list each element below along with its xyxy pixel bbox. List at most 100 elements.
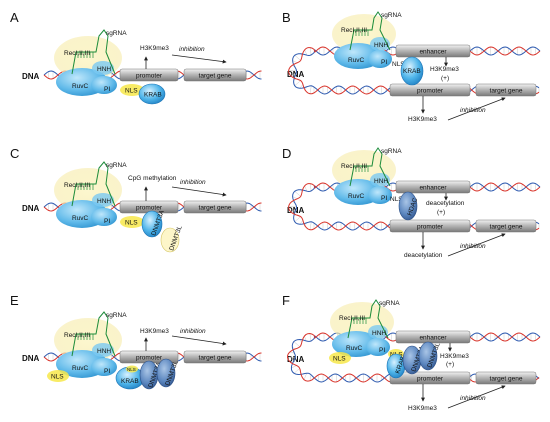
dna-label: DNA [22,354,40,363]
promoter-label: promoter [417,376,444,383]
krab-domain [138,83,166,105]
helix-rung [294,216,301,222]
helix-rung [299,220,304,225]
target-gene-bar [183,350,247,364]
mark-bottom-label: H3K9me3 [408,405,437,412]
sgrna-strand [71,311,116,357]
promoter-label: promoter [136,355,163,362]
helix-rung [289,351,295,354]
nls-domain [120,216,144,228]
panel-letter: A [10,10,19,25]
plus-label: (+) [441,75,449,82]
helix-rung [294,191,301,197]
sgrna-strand [71,29,116,75]
pi-lobe [368,186,392,204]
inhibition-arrow [171,186,227,197]
helix-rung [290,74,296,76]
helix-rung [309,183,312,191]
sgrna-ladder [355,166,369,172]
sgrna-ladder [77,52,94,58]
helix-rung [299,84,304,89]
ruvc-label: RuvC [346,345,363,352]
helix-rung [294,55,301,61]
inhibition-arrow [447,97,506,121]
mark-label: H3K9me3 [140,328,169,335]
pi-lobe [91,208,117,226]
target-gene-label: target gene [199,73,232,80]
nls-left-label: NLS [51,374,64,381]
inhibition-arrow [171,335,227,346]
hnh-label: HNH [97,66,111,73]
promoter-bar [389,371,471,385]
panel-letter: C [10,146,19,161]
target-gene-label: target gene [490,88,523,95]
sgrna-label: sgRNA [106,312,127,319]
panel-a: A DNA promoter target gene sgRNA RecI,II… [10,10,262,105]
nls-left-label: NLS [333,356,346,363]
target-gene-bar [183,68,247,82]
sgrna-strand [349,11,391,51]
sgrna-strand [347,299,389,339]
ruvc-label: RuvC [72,365,89,372]
nls-label: NLS [125,220,138,227]
sgrna-label: sgRNA [106,30,127,37]
panel-c: C DNA promoter target gene sgRNA RecI,II… [10,146,262,253]
helix-rung [304,185,308,192]
nls-small-domain [126,365,138,373]
pi-lobe [91,76,117,94]
sgrna-label: sgRNA [379,300,400,307]
helix-rung [293,368,300,374]
promoter-label: promoter [417,88,444,95]
panel-letter: F [282,293,290,308]
helix-rung [292,60,298,64]
helix-rung [309,47,312,55]
helix-rung [309,374,312,381]
pi-label: PI [104,368,110,375]
enhancer-bar [395,180,471,194]
dnmt3l-domain [156,358,176,388]
target-gene-bar [475,219,537,233]
sgrna-ladder [353,318,367,324]
enhancer-label: enhancer [419,185,447,192]
pi-label: PI [381,59,387,66]
mark-top-label: H3K9me3 [440,353,469,360]
inhibition-label: inhibition [179,46,205,53]
inhibition-label: inhibition [180,179,206,186]
rec-label: RecI,II,III [341,27,367,34]
panel-b: B DNA enhancer promoter target gene sgRN… [282,10,541,123]
krab-label: KRAB [144,92,162,99]
hnh-lobe [92,343,114,357]
sgrna-strand [349,147,391,187]
panel-d: D DNA enhancer promoter target gene sgRN… [282,146,541,259]
nls-label: NLS [392,61,405,68]
dna-label: DNA [22,204,40,213]
dna-label: DNA [287,355,305,364]
krab-label: KRAB [403,68,421,75]
sgrna-ladder [77,334,94,340]
ruvc-label: RuvC [72,215,89,222]
rec-label: RecI,II,III [341,163,367,170]
pi-label: PI [379,347,385,354]
hnh-label: HNH [97,348,111,355]
ruvc-label: RuvC [348,57,365,64]
helix-rung [291,365,297,369]
nls-left-domain [47,370,69,382]
nls-label: NLS [125,88,138,95]
ruvc-label: RuvC [72,83,89,90]
enhancer-label: enhancer [419,335,447,342]
target-gene-label: target gene [490,224,523,231]
nls-left-domain [329,352,351,364]
sgrna-label: sgRNA [381,148,402,155]
sgrna-label: sgRNA [381,12,402,19]
pi-label: PI [381,195,387,202]
target-gene-bar [475,371,537,385]
panel-e: E DNA promoter target gene sgRNA RecI,II… [10,293,262,390]
target-gene-bar [183,200,247,214]
mark-bottom-label: H3K9me3 [408,116,437,123]
dnmt3l-domain [418,341,438,371]
hdac-domain [398,191,418,221]
mark-bottom-label: deacetylation [404,252,443,259]
target-gene-label: target gene [199,355,232,362]
pi-lobe [366,338,390,356]
